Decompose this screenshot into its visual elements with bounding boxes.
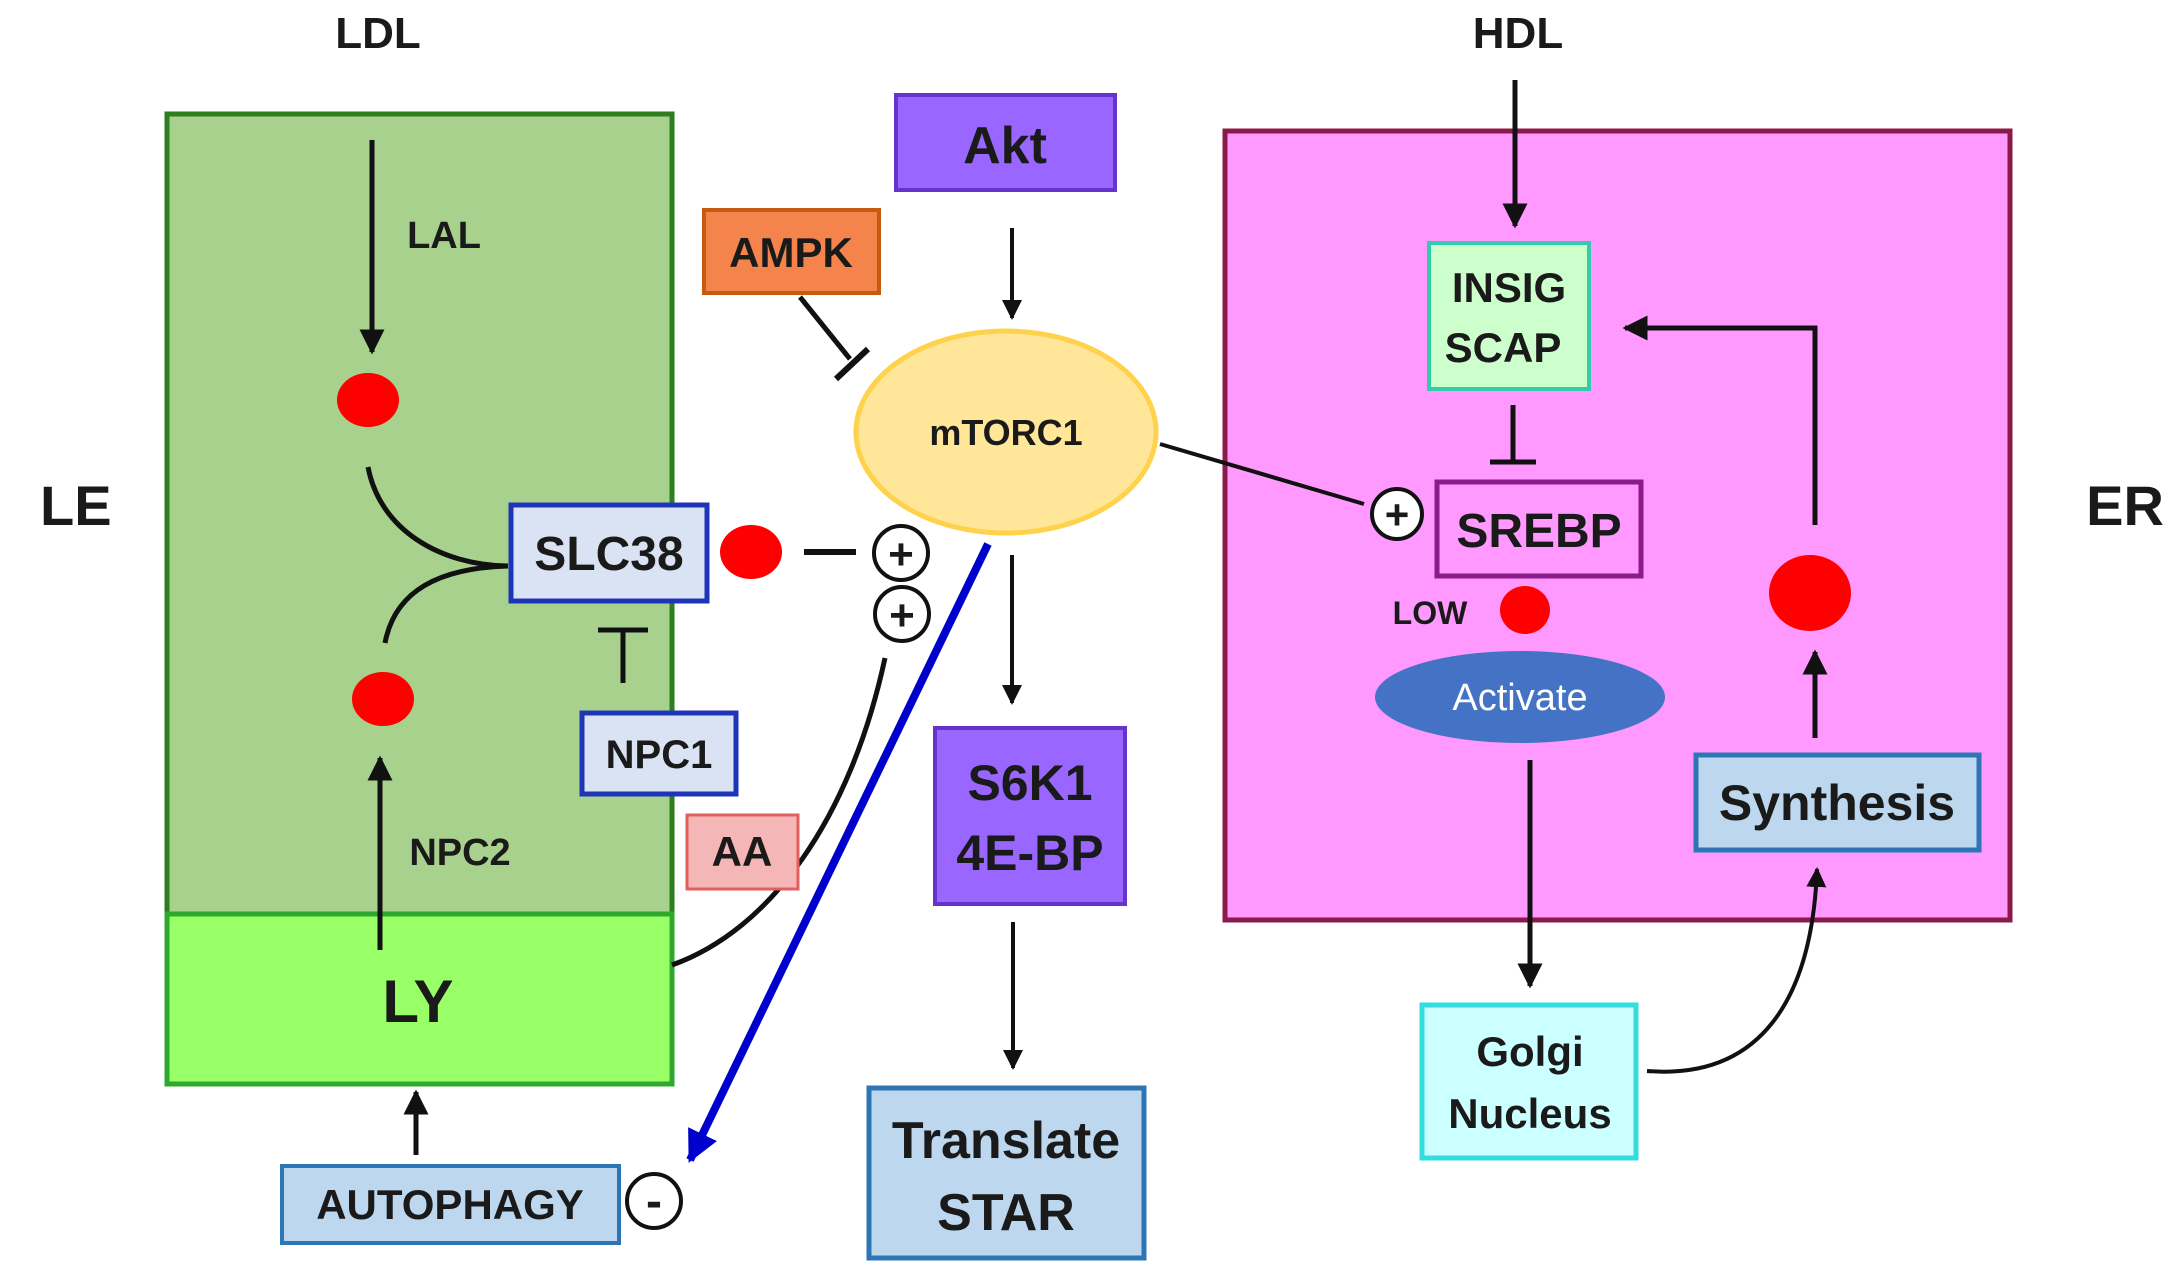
cholesterol-dot-synthesized: [1769, 555, 1851, 631]
ly-compartment: [164, 911, 675, 1087]
slc38-label: SLC38: [534, 528, 683, 581]
synthesis-label: Synthesis: [1719, 775, 1955, 831]
s6k1-4ebp-box: [933, 726, 1127, 906]
low-label: LOW: [1393, 595, 1468, 631]
npc2-label: NPC2: [409, 832, 510, 874]
golgi-label: Golgi: [1476, 1028, 1583, 1075]
nucleus-label: Nucleus: [1448, 1090, 1611, 1137]
npc1-box: [579, 710, 739, 797]
plus-circle-aa: [873, 585, 931, 643]
er-label: ER: [2086, 474, 2164, 537]
upper-cholesterol-to-slc38-curve: [365, 466, 509, 569]
translate-star-box: [866, 1085, 1147, 1261]
4ebp-label: 4E-BP: [956, 825, 1103, 881]
plus-sign-aa: +: [889, 591, 915, 640]
golgi-to-synthesis-curve: [1646, 867, 1827, 1074]
plus-circle-cholesterol: [872, 524, 930, 582]
akt-label: Akt: [963, 117, 1047, 175]
le-label: LE: [40, 474, 112, 537]
insig-scap-box: [1427, 241, 1591, 391]
cholesterol-dot-slc38-output: [720, 525, 782, 579]
autophagy-label: AUTOPHAGY: [316, 1181, 584, 1228]
mtorc1-to-srebp-line: [1159, 442, 1365, 506]
plus-sign-cholesterol: +: [888, 530, 914, 579]
translate-label: Translate: [892, 1112, 1120, 1170]
lower-cholesterol-to-slc38-curve: [382, 563, 509, 644]
mtorc1-inhibits-autophagy-arrow: [686, 542, 992, 1163]
ampk-label: AMPK: [729, 229, 853, 276]
insig-label: INSIG: [1452, 264, 1566, 311]
ampk-inhibition-bar: [833, 346, 871, 382]
slc38-box: [508, 502, 710, 604]
srebp-label: SREBP: [1456, 505, 1621, 558]
plus-sign-srebp: +: [1385, 491, 1410, 538]
cholesterol-dot-upper: [337, 373, 399, 427]
ly-to-mtorc1-aa-curve: [671, 657, 888, 968]
ampk-box: [702, 208, 881, 295]
cholesterol-feedback-to-insig-arrow: [1622, 315, 1818, 525]
ldl-label: LDL: [335, 9, 421, 58]
akt-box: [894, 93, 1117, 192]
synthesis-box: [1693, 752, 1982, 853]
ly-label: LY: [382, 968, 453, 1035]
hdl-label: HDL: [1473, 9, 1563, 58]
aa-box: [685, 813, 800, 891]
aa-label: AA: [712, 828, 773, 875]
cholesterol-dot-low: [1500, 586, 1550, 634]
minus-sign-autophagy: -: [646, 1175, 662, 1228]
cholesterol-dot-lower: [352, 672, 414, 726]
srebp-box: [1434, 479, 1644, 579]
minus-circle-autophagy: [625, 1172, 683, 1230]
lal-label: LAL: [407, 215, 481, 257]
plus-circle-srebp: [1370, 487, 1424, 541]
npc1-label: NPC1: [606, 733, 713, 777]
star-label: STAR: [937, 1184, 1075, 1242]
autophagy-box: [280, 1164, 621, 1245]
activate-label: Activate: [1452, 677, 1587, 719]
golgi-nucleus-box: [1419, 1002, 1639, 1161]
activate-node: [1375, 651, 1665, 743]
scap-label: SCAP: [1445, 324, 1562, 371]
ampk-inhibition-line: [798, 295, 852, 361]
s6k1-label: S6K1: [967, 755, 1092, 811]
mtorc1-node: [853, 328, 1159, 536]
mtorc1-label: mTORC1: [929, 412, 1082, 453]
